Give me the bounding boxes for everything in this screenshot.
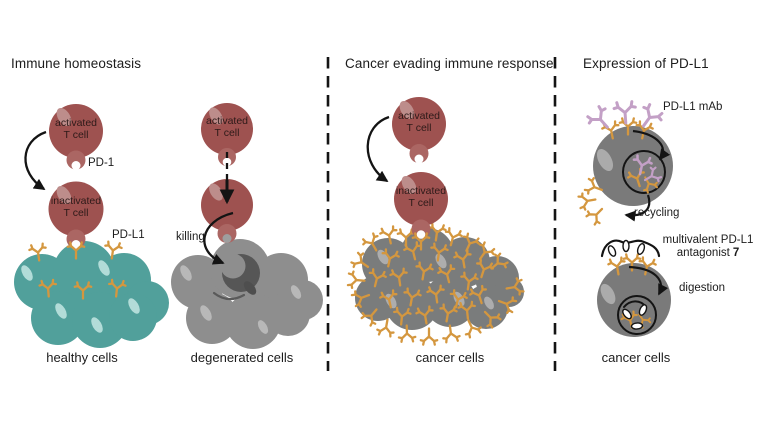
killing-label: killing: [176, 231, 205, 243]
multivalent-antagonist-polymer: [600, 239, 661, 258]
cancer-cell-digestion: [597, 239, 671, 337]
pdl1-mab-label: PD-L1 mAb: [663, 101, 723, 113]
cancer-cells-caption: cancer cells: [415, 350, 485, 365]
cancer-cells-cluster: [346, 222, 526, 346]
pd1-receptor-notch: [71, 240, 81, 249]
degenerated-cells-caption: degenerated cells: [190, 350, 294, 365]
healthy-cells-cluster: [14, 240, 169, 348]
activated-t-cell-label: activated T cell: [54, 117, 98, 142]
activated-t-cell-cancer: [392, 97, 446, 164]
pd1-receptor-notch: [71, 161, 81, 170]
endosome: [622, 150, 666, 195]
inactivation-arrow: [24, 130, 47, 190]
antagonist-line1: multivalent PD-L1: [662, 234, 754, 246]
antagonist-line2: antagonist: [676, 247, 730, 260]
activated-t-cell-killer: [201, 103, 253, 167]
panel-title-expression-pdl1: Expression of PD-L1: [583, 56, 709, 71]
inactivated-t-cell-label: inactivated T cell: [50, 195, 102, 220]
dying-cell: [212, 253, 260, 301]
recycling-label: recycling: [634, 207, 680, 219]
activated-t-cell-homeostasis: [49, 104, 103, 170]
killing-arrow: [203, 211, 234, 265]
healthy-cells-caption: healthy cells: [46, 350, 118, 365]
pd1-receptor-notch: [414, 154, 424, 164]
receptor-notch: [222, 234, 232, 243]
pdl1-label: PD-L1: [112, 229, 145, 241]
lysosome: [617, 295, 657, 335]
pd1-receptor-notch: [222, 157, 232, 167]
degenerated-cells-cluster: [171, 239, 323, 349]
digestion-label: digestion: [679, 282, 726, 294]
activated-t-cell-label: activated T cell: [205, 115, 249, 140]
cancer-cell-recycling: [576, 99, 673, 228]
recycling-arrow: [624, 194, 651, 222]
internalization-arrow: [632, 129, 671, 161]
pd1-label: PD-1: [88, 157, 115, 169]
inactivated-t-cell-homeostasis: [48, 181, 104, 260]
pd1-receptor-notch: [416, 230, 426, 239]
killer-t-cell: [201, 179, 253, 243]
activated-t-cell-label: activated T cell: [397, 110, 441, 135]
panel-title-immune-homeostasis: Immune homeostasis: [11, 56, 142, 71]
inactivated-t-cell-label: inactivated T cell: [395, 185, 447, 210]
antagonist-number: 7: [732, 247, 740, 260]
digestion-arrow: [628, 265, 669, 296]
inactivation-arrow-cancer: [366, 115, 390, 182]
panel-title-cancer-evading: Cancer evading immune response: [345, 56, 554, 71]
inactivated-t-cell-cancer: [394, 172, 448, 251]
cancer-cells-caption: cancer cells: [601, 350, 671, 365]
